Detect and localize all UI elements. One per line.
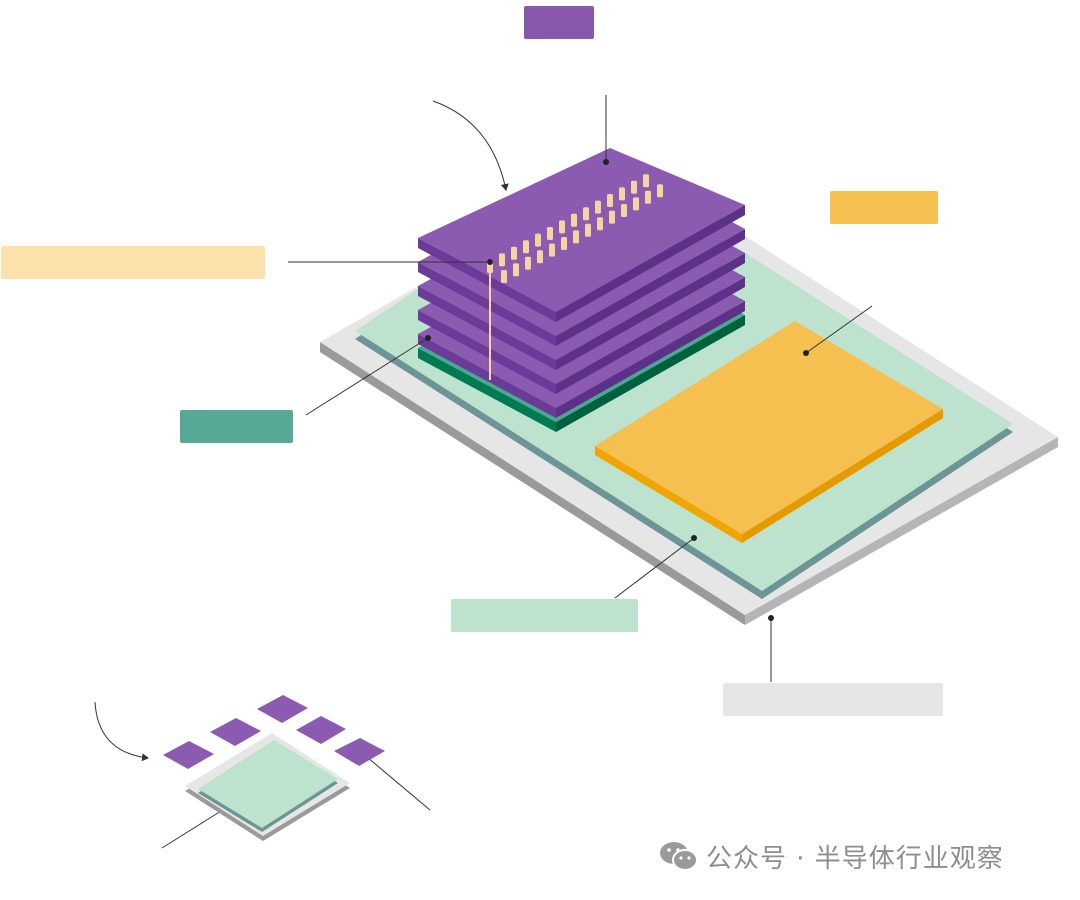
tsv-bump [595,200,601,214]
tsv-bump [559,220,565,234]
tsv-bump [525,256,531,270]
tsv-bump [583,207,589,221]
interposer-label-box [451,599,638,632]
tsv-bump [657,184,663,198]
tsv-bump [633,197,639,211]
tsv-bump [571,213,577,227]
tsv-bump [643,174,649,188]
tsv-bump [499,253,505,267]
dram-layer-1-top [418,148,745,322]
soc-label-box [830,191,938,224]
watermark-text: 公众号 · 半导体行业观察 [706,843,1004,874]
tsv-bump [645,190,651,204]
small-die [198,740,338,832]
tsv-bump [573,230,579,244]
tsv-bump [511,246,517,260]
tsv-bump [607,194,613,207]
tsv-bump [537,250,543,264]
tsv-bump [523,240,529,254]
tsv-bump [619,187,625,201]
tsv-label-box [1,246,265,279]
tsv-bump [513,263,519,277]
wechat-icon [660,842,698,871]
tsv-bump [609,210,615,224]
substrate-label-box [723,683,943,716]
tsv-bump-array [487,174,663,283]
tsv-bump [535,233,541,247]
small-memory-chips [163,695,385,769]
hbm-label-box [524,6,594,39]
tsv-bump [561,237,567,250]
small-package-illustration [163,695,385,841]
tsv-bump [547,227,553,240]
tsv-bump [549,243,555,257]
tsv-bump [501,270,507,283]
soc-die [595,321,943,543]
hbm-dram-stack [418,148,745,418]
watermark: 公众号 · 半导体行业观察 [658,836,1004,876]
tsv-bump [597,217,603,231]
base-die-label-box [180,410,293,443]
tsv-bump [631,180,637,194]
tsv-bump [621,204,627,217]
tsv-bump [585,223,591,237]
